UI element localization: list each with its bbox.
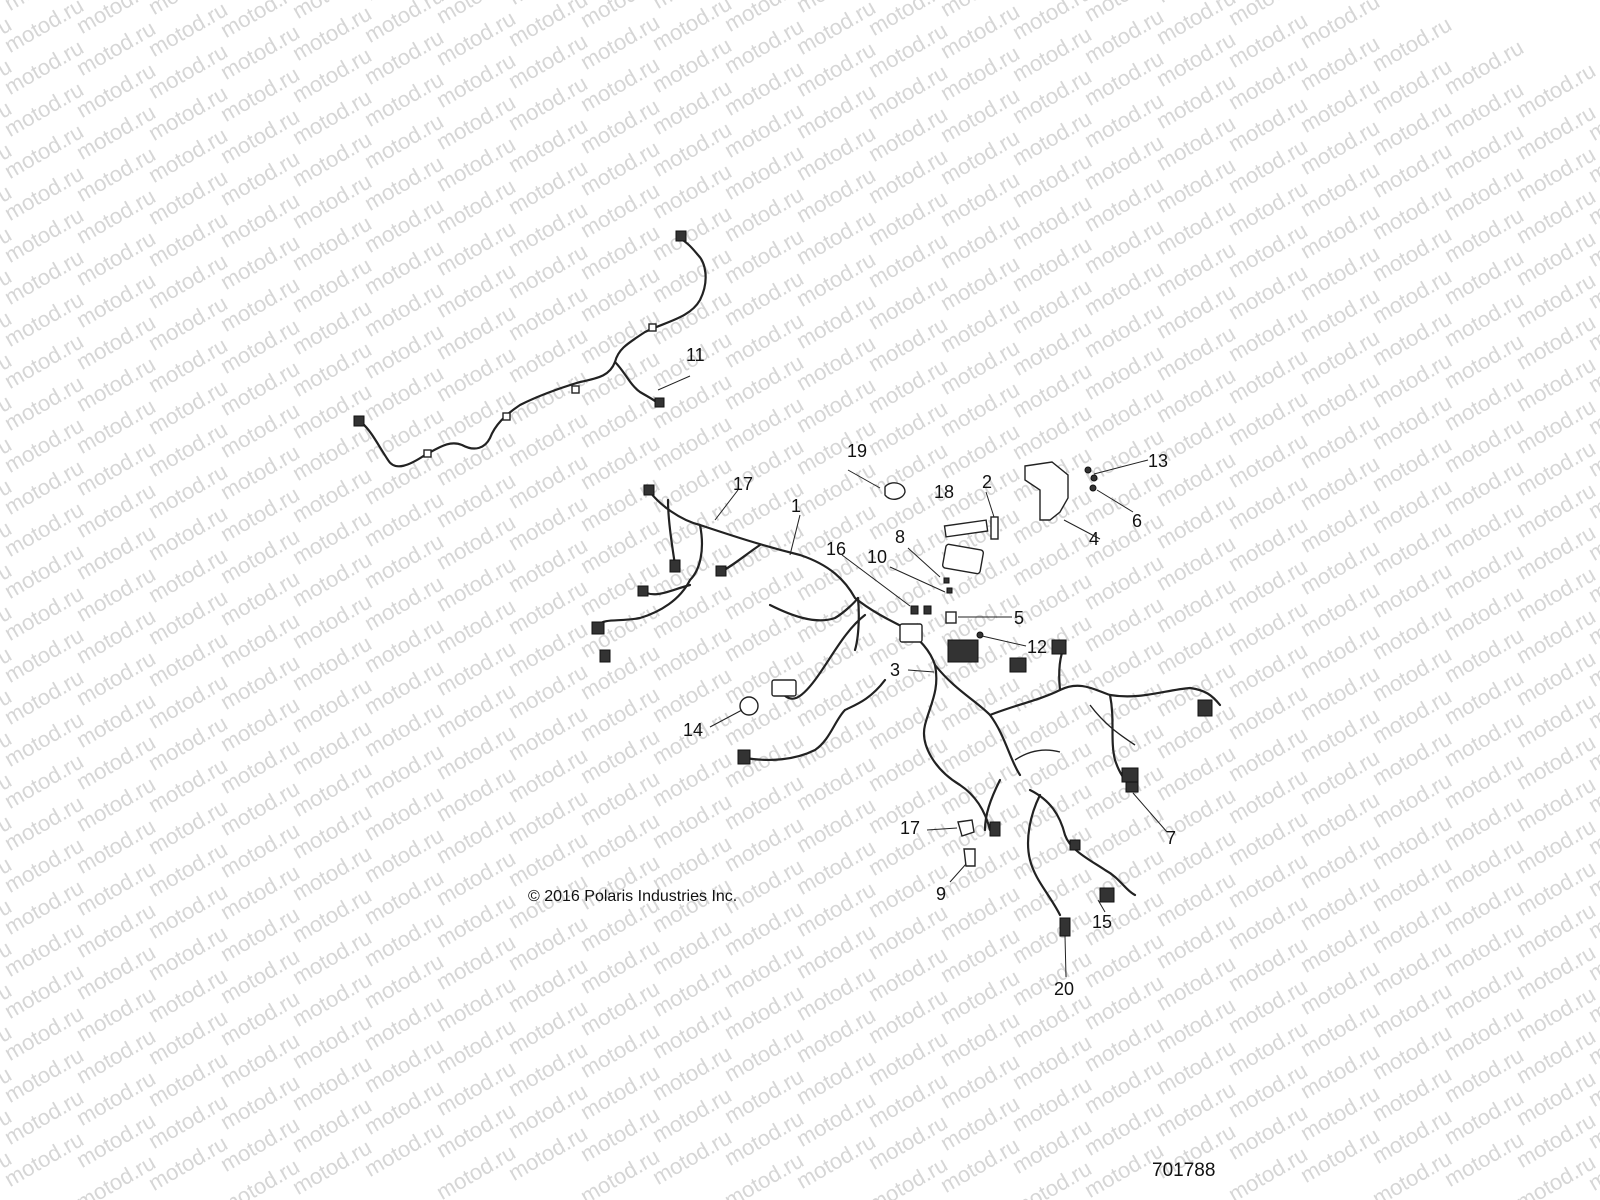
leader-lines — [657, 375, 1168, 978]
callout-15: 15 — [1092, 912, 1113, 932]
callout-17-upper: 17 — [733, 474, 754, 494]
callout-4: 4 — [1089, 529, 1100, 549]
callout-2: 2 — [982, 472, 993, 492]
small-parts — [739, 461, 1098, 867]
callout-12: 12 — [1027, 637, 1048, 657]
callout-18: 18 — [934, 482, 955, 502]
callout-1: 1 — [791, 496, 802, 516]
callout-17-lower: 17 — [900, 818, 921, 838]
callout-9: 9 — [936, 884, 947, 904]
callout-11: 11 — [686, 345, 705, 365]
callout-7: 7 — [1166, 828, 1177, 848]
callout-6: 6 — [1132, 511, 1143, 531]
harness-1 — [591, 484, 1222, 937]
callout-10: 10 — [867, 547, 888, 567]
harness-11 — [353, 230, 707, 468]
callout-16: 16 — [826, 539, 847, 559]
copyright-notice: © 2016 Polaris Industries Inc. — [528, 888, 738, 905]
document-number: 701788 — [1152, 1160, 1216, 1181]
callout-14: 14 — [683, 720, 704, 740]
callout-5: 5 — [1014, 608, 1025, 628]
callout-13: 13 — [1148, 451, 1169, 471]
callout-19: 19 — [847, 441, 868, 461]
callout-20: 20 — [1054, 979, 1075, 999]
callout-8: 8 — [895, 527, 906, 547]
callout-3: 3 — [890, 660, 901, 680]
